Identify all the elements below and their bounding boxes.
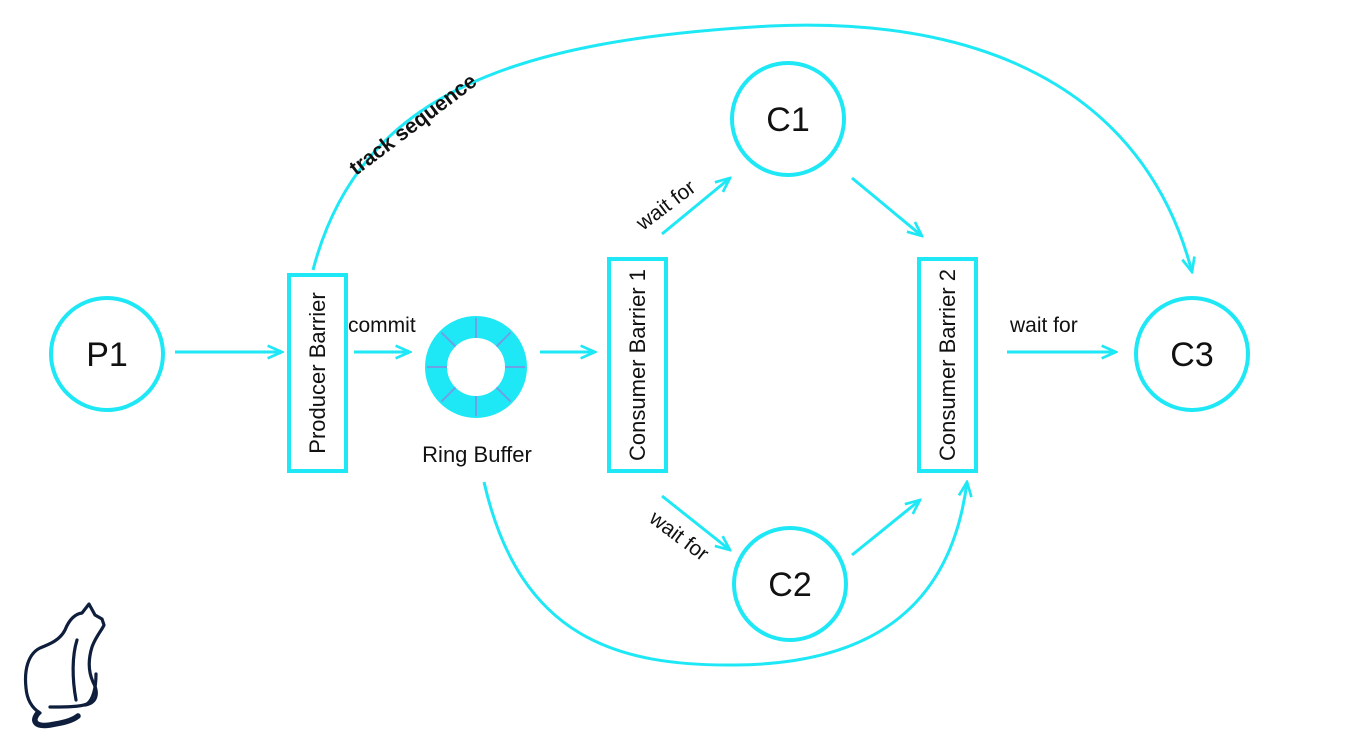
arrow-c2-to-barrier2 [851,500,920,557]
arrow-barrier1-to-c1 [661,178,730,236]
consumer-barrier-1: Consumer Barrier 1 [607,257,668,473]
arrow-barrier1-to-c2 [661,494,730,550]
node-c3-label: C3 [1170,336,1213,374]
wait-for-c2-label: wait for [644,506,713,566]
node-c2-label: C2 [768,566,811,604]
node-c1: C1 [730,61,846,177]
wait-for-c3-label: wait for [1009,314,1078,337]
track-sequence-arc [311,23,1192,272]
node-p1-label: P1 [86,336,128,374]
track-sequence-label: track sequence [345,70,481,180]
consumer-barrier-2: Consumer Barrier 2 [917,257,978,473]
ring-buffer-to-barrier2-arc [482,482,967,667]
arrow-c1-to-barrier2 [851,176,922,236]
consumer-barrier-1-label: Consumer Barrier 1 [625,269,650,461]
consumer-barrier-2-label: Consumer Barrier 2 [935,269,960,461]
producer-barrier: Producer Barrier [287,273,348,473]
node-p1: P1 [49,296,165,412]
cat-icon [23,602,106,729]
wait-for-c1-label: wait for [631,176,700,236]
ring-buffer: Ring Buffer [422,316,532,467]
node-c3: C3 [1134,296,1250,412]
commit-label: commit [348,314,416,337]
node-c1-label: C1 [766,101,809,139]
producer-barrier-label: Producer Barrier [305,292,330,453]
ring-buffer-icon [425,316,527,418]
node-c2: C2 [732,526,848,642]
ring-buffer-label: Ring Buffer [422,442,532,467]
